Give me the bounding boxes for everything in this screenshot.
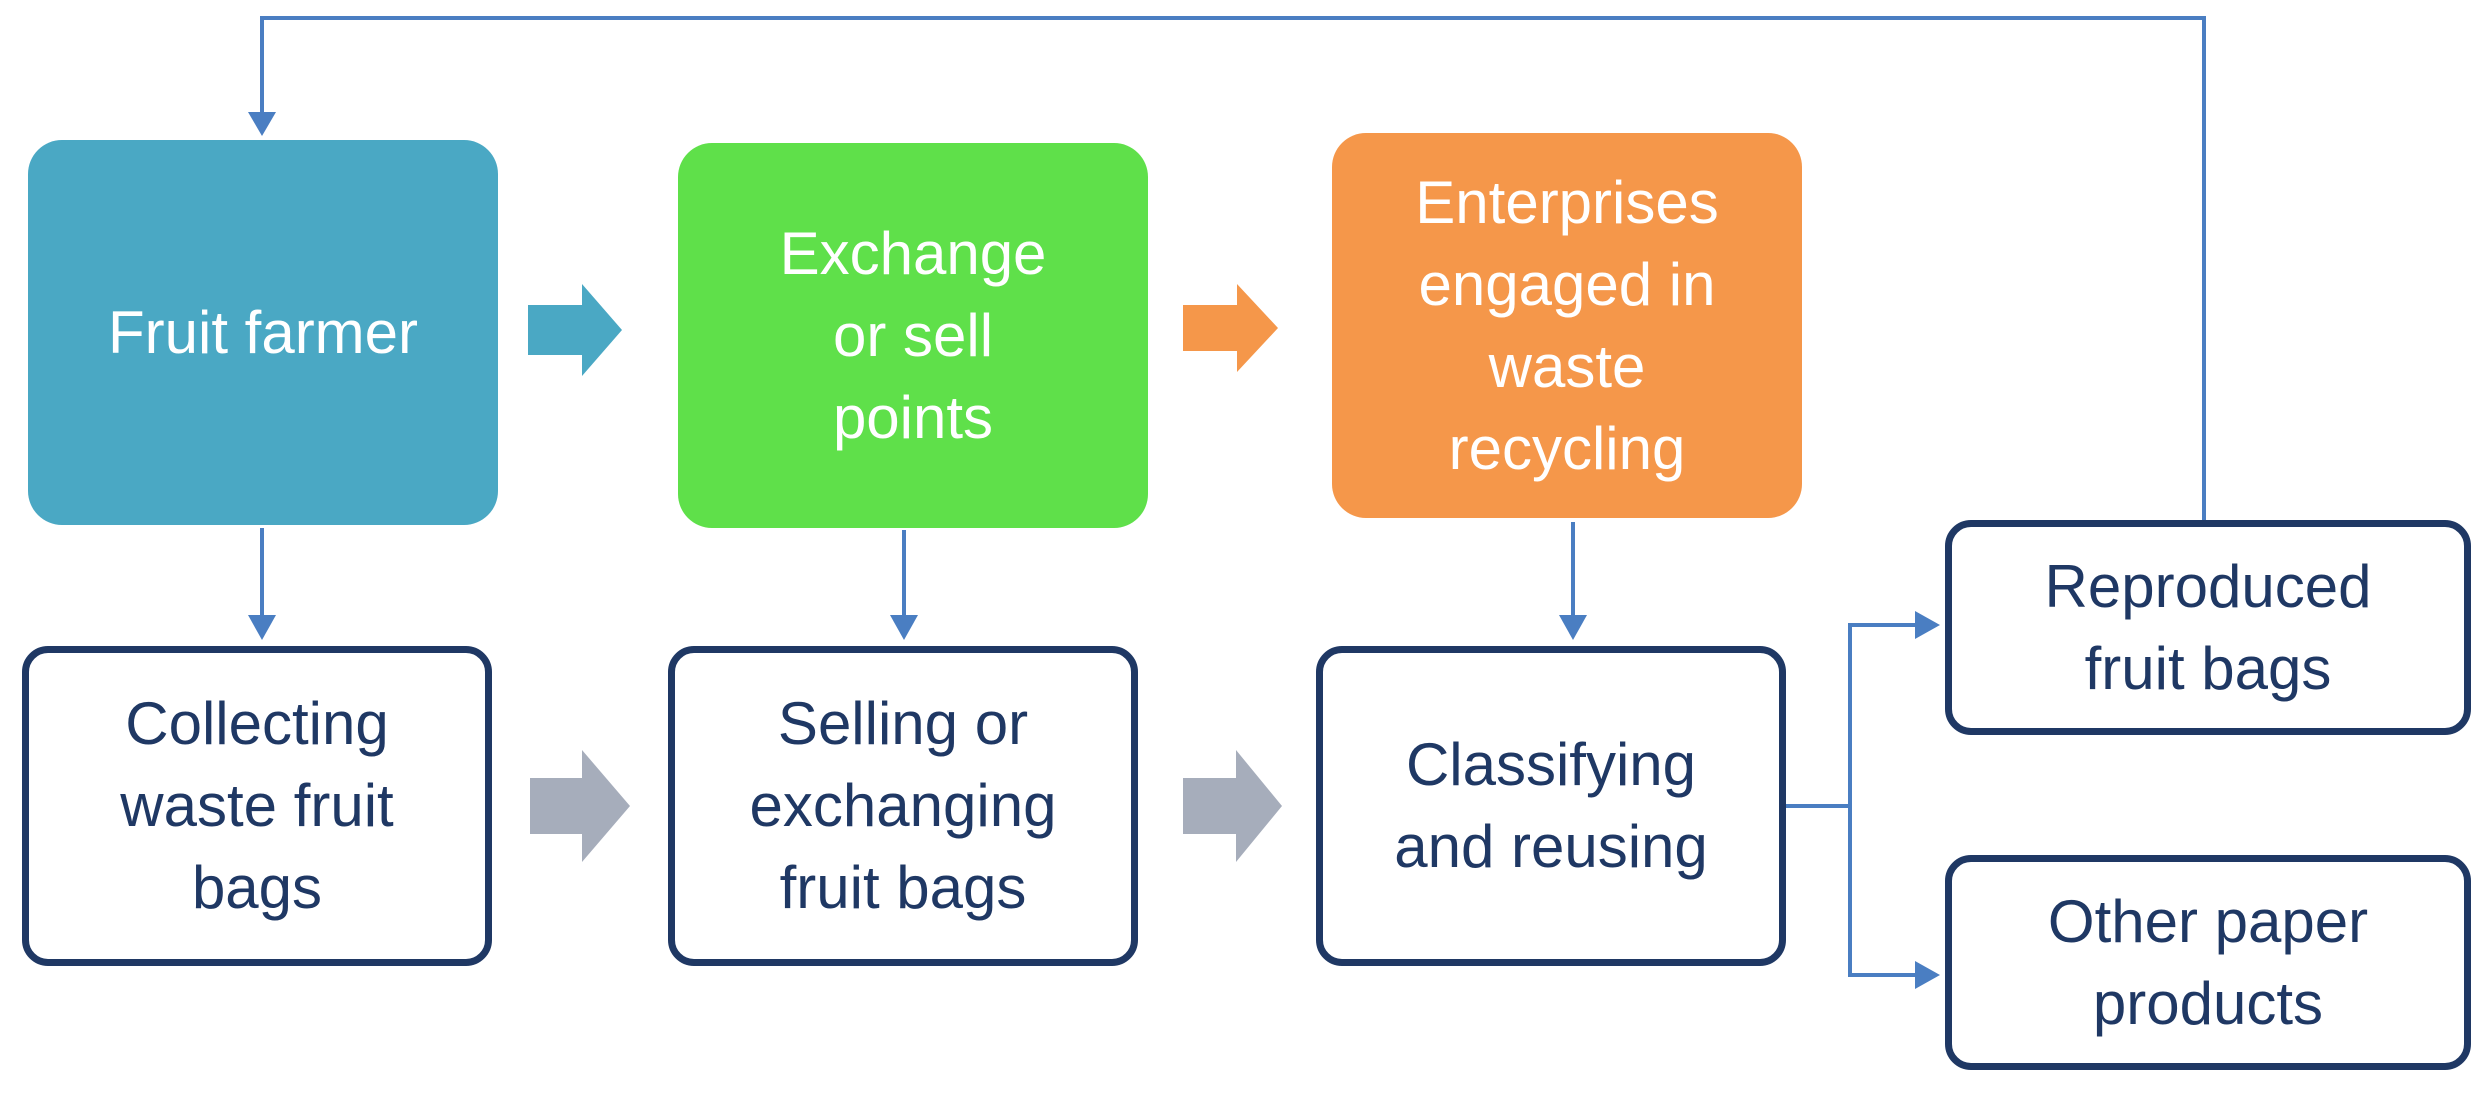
selling-label: Selling or exchanging fruit bags: [749, 690, 1057, 921]
reproduced-label: Reproduced fruit bags: [2044, 552, 2372, 702]
enterprises-to-classifying-arrowhead: [1559, 615, 1587, 640]
feedback-loop-arrowhead: [248, 112, 276, 136]
exchange-points-label: Exchange or sell points: [779, 219, 1047, 451]
other-products-box: Other paper products: [1945, 855, 2471, 1070]
fruit-farmer-box: Fruit farmer: [28, 140, 498, 525]
branch-to-reproduced-arrowhead: [1915, 611, 1940, 639]
collecting-label: Collecting waste fruit bags: [120, 690, 394, 921]
fruit-farmer-label: Fruit farmer: [107, 298, 419, 366]
classifying-box: Classifying and reusing: [1316, 646, 1786, 966]
other-products-label: Other paper products: [2047, 887, 2369, 1037]
farmer-to-exchange-block-arrow: [528, 284, 622, 376]
exchange-to-selling-arrowhead: [890, 615, 918, 640]
selling-box: Selling or exchanging fruit bags: [668, 646, 1138, 966]
branch-to-other-connector: [1848, 806, 1925, 977]
exchange-points-box: Exchange or sell points: [678, 143, 1148, 528]
exchange-to-enterprises-block-arrow: [1183, 284, 1278, 372]
enterprises-box: Enterprises engaged in waste recycling: [1332, 133, 1802, 518]
branch-to-reproduced-connector: [1848, 623, 1925, 806]
collecting-to-selling-block-arrow: [530, 750, 630, 862]
farmer-to-collecting-arrowhead: [248, 615, 276, 640]
selling-to-classifying-block-arrow: [1183, 750, 1282, 862]
feedback-loop-connector: [260, 16, 2206, 520]
branch-to-other-arrowhead: [1915, 961, 1940, 989]
reproduced-box: Reproduced fruit bags: [1945, 520, 2471, 735]
enterprises-label: Enterprises engaged in waste recycling: [1415, 168, 1719, 482]
classifying-label: Classifying and reusing: [1394, 731, 1708, 880]
collecting-box: Collecting waste fruit bags: [22, 646, 492, 966]
